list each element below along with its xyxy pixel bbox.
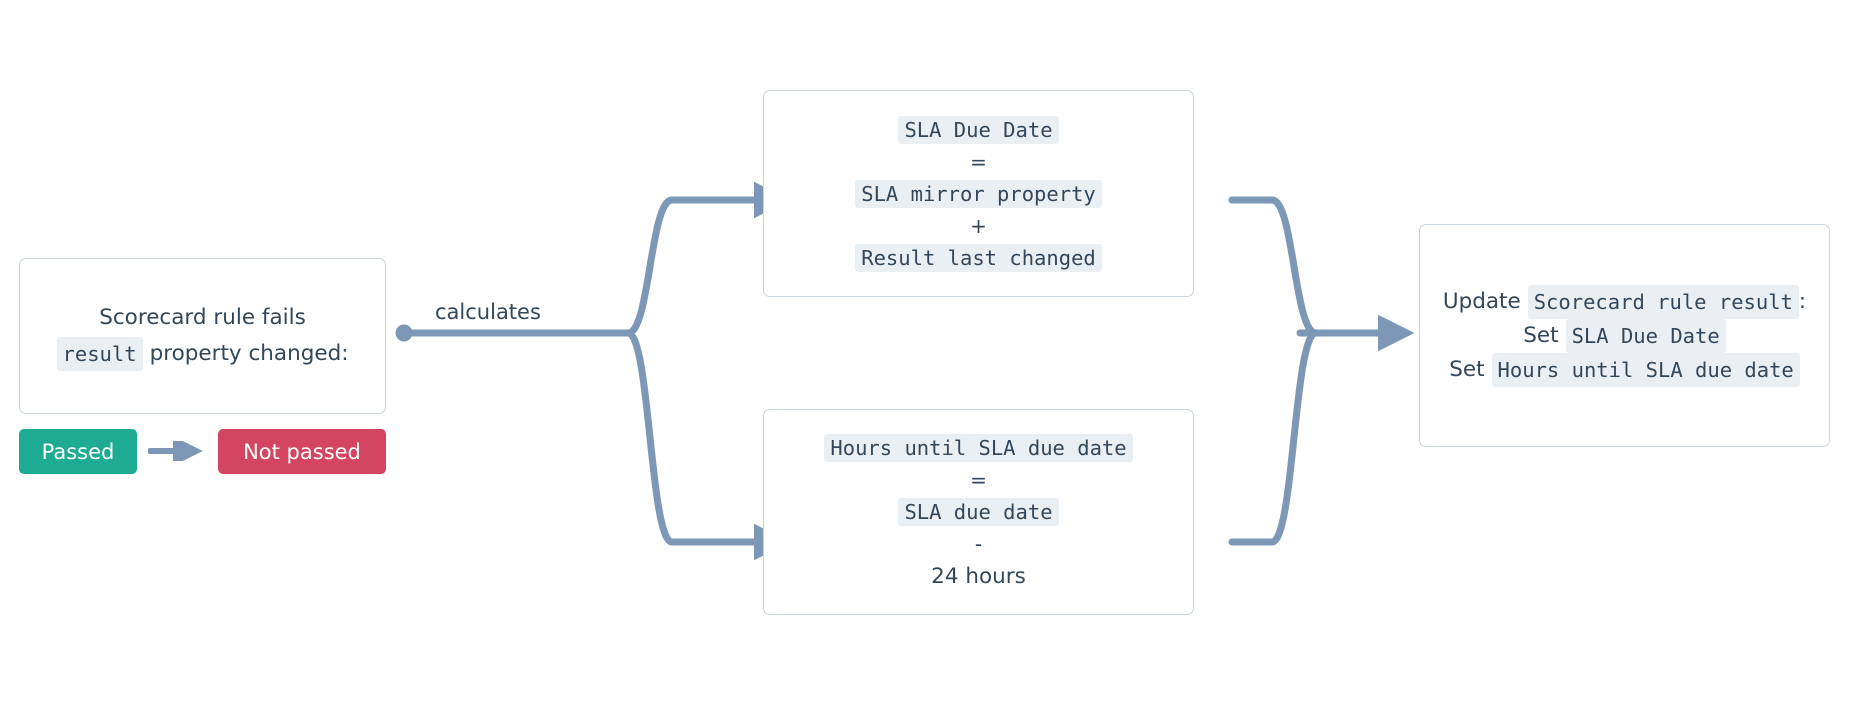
update-line-3: Set Hours until SLA due date [1449,352,1800,387]
update-line-1-suffix: : [1798,289,1807,314]
connector-bottom-calc-to-update [1228,329,1320,546]
update-line-1-prefix: Update [1442,289,1521,314]
calc-bottom-target: Hours until SLA due date [824,433,1133,462]
trigger-line-2-text: property changed: [149,341,349,366]
connector-trunk [395,324,632,342]
connector-top-calc-to-update [1228,196,1320,337]
calc-top-operand-1: SLA mirror property [855,179,1102,208]
edge-label-calculates: calculates [435,300,541,324]
calc-bottom-operator-2: - [974,531,983,556]
status-badge-passed[interactable]: Passed [19,429,137,474]
status-badge-passed-label: Passed [41,439,115,464]
trigger-property-code: result [56,336,143,371]
calc-top-operand-2: Result last changed [855,243,1102,272]
status-badge-not-passed-label: Not passed [243,439,361,464]
update-line-3-prefix: Set [1449,357,1485,382]
update-line-2-prefix: Set [1523,323,1559,348]
calc-top-operator-1: = [970,149,987,174]
update-line-1: Update Scorecard rule result : [1442,284,1807,319]
calc-bottom-operand-2: 24 hours [931,563,1026,589]
update-line-2-code: SLA Due Date [1565,318,1726,353]
calculation-card-sla-due-date: SLA Due Date = SLA mirror property + Res… [763,90,1194,297]
update-line-1-code: Scorecard rule result [1527,284,1799,319]
connector-to-bottom-calc [624,329,791,561]
arrow-right-icon [148,441,203,461]
calc-bottom-operator-1: = [970,467,987,492]
calculation-card-hours-until-sla: Hours until SLA due date = SLA due date … [763,409,1194,615]
update-line-2: Set SLA Due Date [1523,318,1726,353]
calc-bottom-operand-1: SLA due date [898,497,1059,526]
update-action-card: Update Scorecard rule result : Set SLA D… [1419,224,1830,447]
trigger-card: Scorecard rule fails result property cha… [19,258,386,414]
calc-top-target: SLA Due Date [898,115,1059,144]
status-badge-not-passed[interactable]: Not passed [218,429,386,474]
trigger-line-1: Scorecard rule fails [99,304,306,330]
update-line-3-code: Hours until SLA due date [1491,352,1800,387]
calc-top-operator-2: + [970,213,987,238]
connector-to-top-calc [624,181,791,337]
